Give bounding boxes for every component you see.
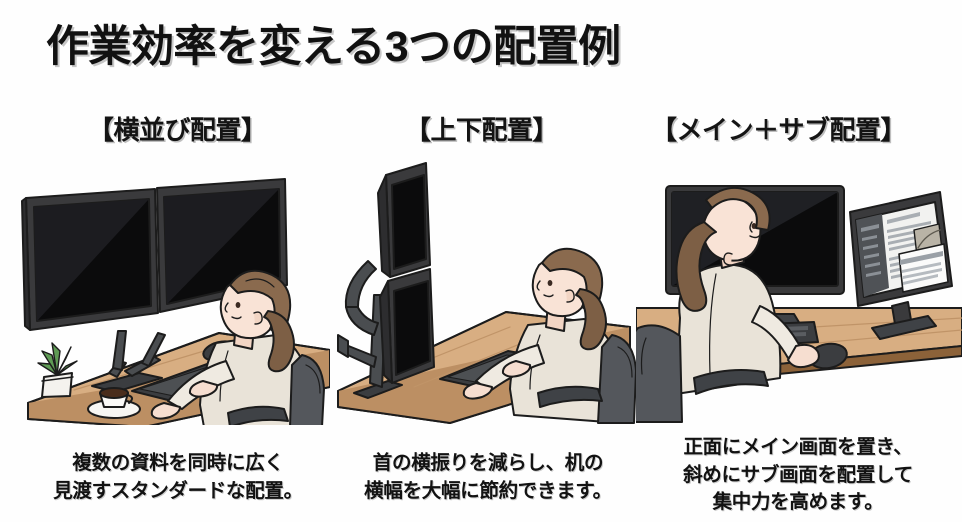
office-chair [537,334,637,424]
caption-line: 斜めにサブ画面を配置して [683,463,913,486]
column-heading-stacked: 【上下配置】 [405,115,559,145]
overlay-window [898,243,949,293]
column-heading-side-by-side: 【横並び配置】 [88,115,267,145]
illustration-side-by-side [14,165,330,425]
monitor-lower [379,268,435,384]
caption-side-by-side: 複数の資料を同時に広く 見渡すスタンダードな配置。 [28,450,328,505]
caption-stacked: 首の横振りを減らし、机の 横幅を大幅に節約できます。 [338,450,638,505]
caption-main-plus-sub: 正面にメイン画面を置き、 斜めにサブ画面を配置して 集中力を高めます。 [648,434,948,517]
caption-line: 複数の資料を同時に広く [72,452,284,474]
page-title: 作業効率を変える3つの配置例 [46,23,621,71]
caption-line: 集中力を高めます。 [712,491,884,514]
illustration-stacked [330,155,640,425]
monitor-left [21,188,159,331]
office-chair [636,324,769,423]
person-seated [150,269,311,425]
caption-line: 首の横振りを減らし、机の [372,452,604,474]
desk-plant [37,342,78,398]
monitor-arm-mount [91,330,166,393]
caption-line: 横幅を大幅に節約できます。 [364,479,612,502]
monitor-sub [849,191,953,340]
coffee-cup [87,387,141,419]
person-seated [675,187,820,395]
illustration-main-plus-sub [636,178,962,426]
monitor-upper [377,162,431,278]
office-chair [227,354,325,425]
caption-line: 見渡すスタンダードな配置。 [53,479,303,502]
caption-line: 正面にメイン画面を置き、 [683,436,913,458]
column-heading-main-plus-sub: 【メイン＋サブ配置】 [651,115,907,145]
